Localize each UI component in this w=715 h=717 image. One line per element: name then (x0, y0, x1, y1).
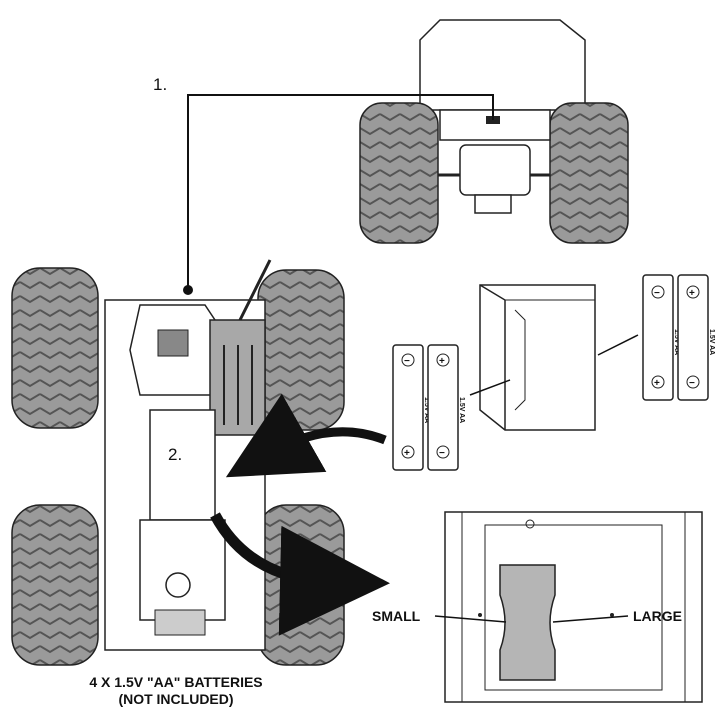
caption-line1: 4 X 1.5V "AA" BATTERIES (89, 674, 262, 690)
battery-right-2: + − 1.5V AA (677, 274, 715, 401)
insert-pointer-left (469, 379, 511, 396)
svg-text:1.5V AA: 1.5V AA (708, 329, 715, 355)
svg-text:1.5V AA: 1.5V AA (423, 397, 430, 423)
truck-cab-outline (419, 19, 586, 111)
battery-cover-plate (149, 409, 216, 521)
step2-label: 2. (168, 445, 182, 464)
differential (459, 144, 531, 196)
svg-text:−: − (689, 378, 695, 389)
svg-text:+: + (404, 448, 410, 459)
svg-text:−: − (404, 356, 410, 367)
rear-left-tire (359, 102, 439, 244)
insert-pointer-right (597, 334, 639, 356)
rear-left-tire-under (11, 504, 99, 666)
svg-text:+: + (689, 288, 695, 299)
svg-text:+: + (439, 356, 445, 367)
battery-left-2: + − 1.5V AA (427, 344, 465, 471)
large-label: LARGE (633, 608, 682, 624)
small-label: SMALL (372, 608, 421, 624)
small-pointer (434, 615, 507, 623)
step1-leader-dot (183, 285, 193, 295)
battery-box (479, 284, 596, 431)
battery-left-1: − + 1.5V AA (392, 344, 430, 471)
battery-holder-illustration: − + 1.5V AA + − 1.5V AA − + 1.5V AA + − (392, 274, 715, 471)
arrow-to-cover-detail (210, 512, 390, 636)
rear-axle-housing (439, 109, 551, 141)
caption-line2: (NOT INCLUDED) (118, 691, 233, 707)
front-left-tire (11, 267, 99, 429)
svg-text:1.5V AA: 1.5V AA (458, 397, 465, 423)
step1-label: 1. (153, 75, 167, 94)
svg-text:−: − (439, 448, 445, 459)
front-right-tire (257, 269, 345, 431)
battery-door-plate (499, 564, 556, 681)
step1-leader-line (187, 94, 494, 290)
battery-right-1: − + 1.5V AA (642, 274, 680, 401)
svg-text:1.5V AA: 1.5V AA (673, 329, 680, 355)
battery-wire (238, 259, 272, 321)
battery-cover-detail (434, 511, 703, 703)
svg-text:−: − (654, 288, 660, 299)
large-pointer (552, 615, 629, 623)
truck-rear-view (359, 19, 629, 244)
arrow-to-battery-pack (225, 393, 387, 478)
rear-right-tire (549, 102, 629, 244)
svg-text:+: + (654, 378, 660, 389)
